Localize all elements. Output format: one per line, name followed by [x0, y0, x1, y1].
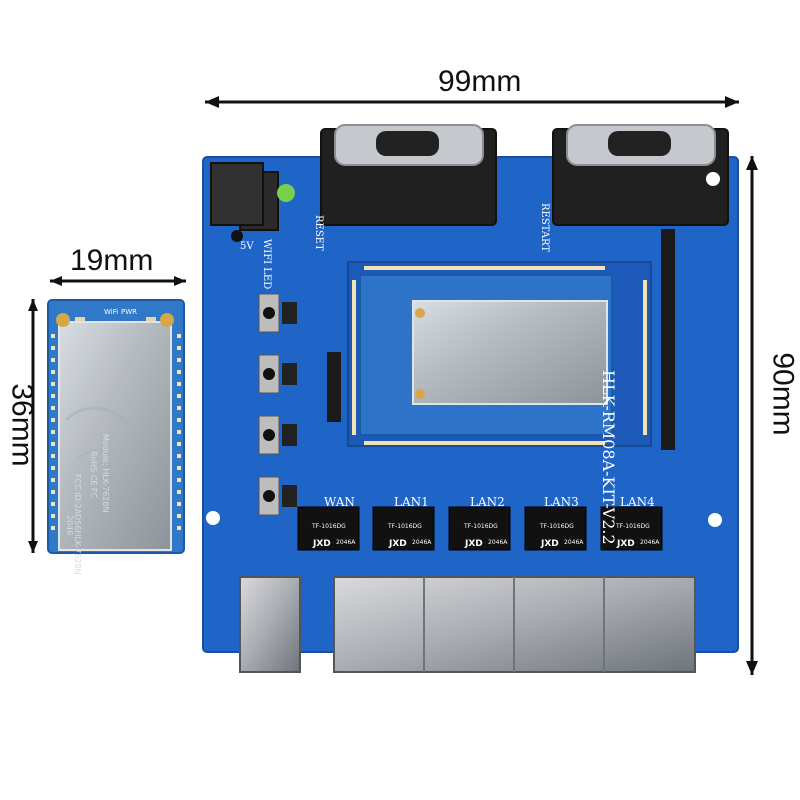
- module-code-label: 2046: [65, 515, 74, 536]
- lan3-label: LAN3: [544, 495, 579, 509]
- transformer-code-4: 2046A: [564, 539, 584, 546]
- transformer-code-2: 2046A: [412, 539, 432, 546]
- dimension-right-arrow: [746, 156, 758, 675]
- wifi-module: [47, 299, 185, 554]
- transformer-code-5: 2046A: [640, 539, 660, 546]
- jxd-label-5: JXD: [617, 539, 635, 549]
- right-height-label: 90mm: [766, 352, 800, 436]
- module-fcc-label: FCC ID:2AD56HLK-7628N: [73, 474, 82, 575]
- dimension-module-width-arrow: [50, 276, 186, 286]
- lan4-label: LAN4: [620, 495, 655, 509]
- transformer-code-1: 2046A: [336, 539, 356, 546]
- module-pwr-label: PWR: [121, 308, 138, 316]
- dimension-module-height-arrow: [28, 299, 38, 553]
- lan2-label: LAN2: [470, 495, 505, 509]
- transformer-text-2: TF-1016DG: [388, 523, 422, 530]
- jxd-label-4: JXD: [541, 539, 559, 549]
- voltage-label: 5V: [240, 241, 254, 252]
- module-rohs-label: RoHS CE FC: [89, 451, 98, 499]
- module-model-label: Module: HLK-7628N: [101, 434, 110, 513]
- reset-label: RESET: [313, 215, 324, 251]
- transformer-code-3: 2046A: [488, 539, 508, 546]
- top-width-label: 99mm: [438, 65, 522, 98]
- wan-label: WAN: [324, 495, 355, 509]
- jxd-label-3: JXD: [465, 539, 483, 549]
- jxd-label-1: JXD: [313, 539, 331, 549]
- lan1-label: LAN1: [394, 495, 429, 509]
- wifi-led-label: WIFI LED: [261, 239, 272, 290]
- transformer-text-4: TF-1016DG: [540, 523, 574, 530]
- board-name-label: HLK-RM08A-KIT-V2.2: [599, 370, 618, 545]
- transformer-text-5: TF-1016DG: [616, 523, 650, 530]
- jxd-label-2: JXD: [389, 539, 407, 549]
- restart-label: RESTART: [539, 203, 550, 253]
- dimension-top-arrow: [205, 96, 739, 108]
- main-board: [202, 124, 739, 673]
- module-width-label: 19mm: [70, 244, 154, 277]
- transformer-text-1: TF-1016DG: [312, 523, 346, 530]
- module-height-label: 36mm: [5, 383, 39, 467]
- module-wifi-label: WiFi: [104, 308, 119, 316]
- transformer-text-3: TF-1016DG: [464, 523, 498, 530]
